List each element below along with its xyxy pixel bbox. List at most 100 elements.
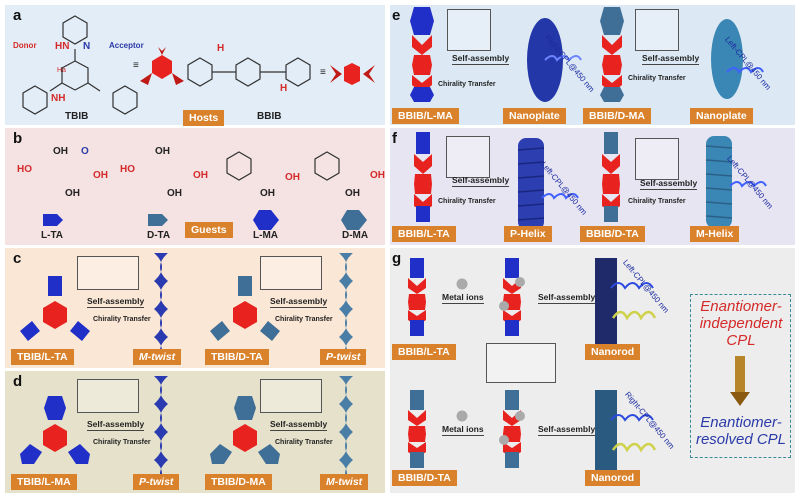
chirality-transfer-text: Chirality Transfer: [275, 316, 333, 323]
panel-letter: c: [13, 250, 22, 267]
bbib-d-ma-complex: [600, 7, 624, 102]
panel-letter: b: [13, 130, 23, 147]
bbib-d-ta-metal-complex: [499, 390, 525, 468]
donor-label: Donor: [13, 41, 37, 50]
chirality-transfer-text: Chirality Transfer: [93, 316, 151, 323]
bbib-l-ta-label: BBIB/L-TA: [392, 226, 456, 242]
nanoplate-right-cpl: [527, 18, 582, 102]
tbib-l-ma-label: TBIB/L-MA: [11, 474, 77, 490]
oh-group: OH: [285, 172, 300, 183]
chirality-transfer-text: Chirality Transfer: [438, 81, 496, 88]
chirality-transfer-text: Chirality Transfer: [275, 439, 333, 446]
structure-inset: [486, 343, 556, 383]
panel-f: f Self-assembly Chirality Transfer Left-…: [390, 128, 795, 245]
l-ma-icon: [253, 210, 279, 230]
panel-letter: a: [13, 7, 22, 24]
tbib-name: TBIB: [65, 111, 89, 122]
bbib-d-ma-label: BBIB/D-MA: [583, 108, 651, 124]
nanoplate-label: Nanoplate: [503, 108, 566, 124]
panel-a: a Donor HN N Acceptor Ha NH TBIB ≡ H H ≡…: [5, 5, 385, 126]
bbib-d-ta-complex: [602, 132, 620, 222]
bbib-name: BBIB: [257, 111, 282, 122]
oh-group: OH: [155, 146, 170, 157]
oh-group: OH: [260, 188, 275, 199]
m-helix-structure: [705, 136, 767, 228]
m-helix-label: M-Helix: [690, 226, 740, 242]
bbib-l-ma-label: BBIB/L-MA: [392, 108, 459, 124]
ho-group: HO: [120, 164, 135, 175]
metal-ions-arrow: Metal ions: [442, 424, 484, 436]
p-twist-label: P-twist: [320, 349, 367, 365]
oh-group: OH: [167, 188, 182, 199]
d-ta-icon: [148, 214, 168, 226]
oh-group: OH: [345, 188, 360, 199]
oh-group: OH: [193, 170, 208, 181]
d-ta-name: D-TA: [147, 230, 171, 241]
panel-letter: d: [13, 373, 23, 390]
mandelic-acid-structure: [226, 151, 340, 181]
m-twist-structure: [154, 253, 168, 363]
tbib-l-ma-complex: [20, 396, 90, 464]
structure-inset: [77, 379, 139, 413]
m-twist-label: M-twist: [320, 474, 369, 490]
metal-ions-arrow: Metal ions: [442, 292, 484, 304]
l-ta-icon: [43, 214, 63, 226]
bbib-l-ta-complex: [408, 258, 426, 336]
ho-group: HO: [17, 164, 32, 175]
nanorod-left-cpl: [595, 258, 657, 346]
tbib-structure: [22, 15, 138, 115]
p-twist-label: P-twist: [133, 474, 180, 490]
self-assembly-arrow: Self-assembly: [452, 175, 510, 187]
m-twist-label: M-twist: [133, 349, 182, 365]
equiv-sign: ≡: [133, 60, 139, 71]
oh-group: OH: [53, 146, 68, 157]
p-twist-structure: [339, 253, 353, 363]
bbib-structure: [187, 57, 311, 87]
self-assembly-arrow: Self-assembly: [640, 178, 698, 190]
panel-g: g Metal ions Self-assembly Left-CPL@450 …: [390, 248, 795, 493]
self-assembly-arrow: Self-assembly: [538, 292, 596, 304]
l-ma-name: L-MA: [253, 230, 278, 241]
p-twist-structure: [154, 376, 168, 486]
bbib-l-ta-metal-complex: [499, 258, 525, 336]
d-ma-name: D-MA: [342, 230, 369, 241]
tbib-d-ta-label: TBIB/D-TA: [205, 349, 269, 365]
panel-d: d Self-assembly Chirality Transfer Self-…: [5, 371, 385, 493]
oh-group: OH: [93, 170, 108, 181]
oh-group: OH: [65, 188, 80, 199]
tbib-l-ta-complex: [20, 276, 90, 341]
n-atom: N: [83, 41, 91, 52]
structure-inset: [446, 136, 490, 178]
nanorod-label: Nanorod: [585, 344, 641, 360]
tbib-d-ma-complex: [210, 396, 280, 464]
o-group: O: [81, 146, 89, 157]
equiv-sign: ≡: [320, 67, 326, 78]
cpl-summary-box: [690, 294, 791, 458]
panel-letter: g: [392, 250, 402, 267]
self-assembly-arrow: Self-assembly: [538, 424, 596, 436]
panel-letter: e: [392, 7, 401, 24]
self-assembly-arrow: Self-assembly: [87, 296, 145, 308]
p-helix-label: P-Helix: [504, 226, 552, 242]
structure-inset: [447, 9, 491, 51]
structure-inset: [260, 379, 322, 413]
panel-letter: f: [392, 130, 397, 147]
guests-label: Guests: [185, 222, 233, 238]
chirality-transfer-text: Chirality Transfer: [93, 439, 151, 446]
chirality-transfer-text: Chirality Transfer: [438, 198, 496, 205]
l-ta-name: L-TA: [41, 230, 64, 241]
p-helix-structure: [517, 138, 579, 230]
self-assembly-arrow: Self-assembly: [270, 419, 328, 431]
bbib-d-ta-label: BBIB/D-TA: [580, 226, 645, 242]
self-assembly-arrow: Self-assembly: [270, 296, 328, 308]
panel-e: e Self-assembly Chirality Transfer Right…: [390, 5, 795, 125]
down-arrow-icon: [730, 356, 750, 406]
oh-group: OH: [370, 170, 385, 181]
m-twist-structure: [339, 376, 353, 486]
hosts-label: Hosts: [183, 110, 225, 126]
enantiomer-resolved-cpl: Enantiomer-resolved CPL: [695, 414, 787, 448]
d-ma-icon: [341, 210, 367, 230]
bbib-host-icon: [330, 63, 375, 85]
enantiomer-independent-cpl: Enantiomer-independent CPL: [699, 298, 783, 349]
hn-atom: HN: [55, 41, 70, 52]
